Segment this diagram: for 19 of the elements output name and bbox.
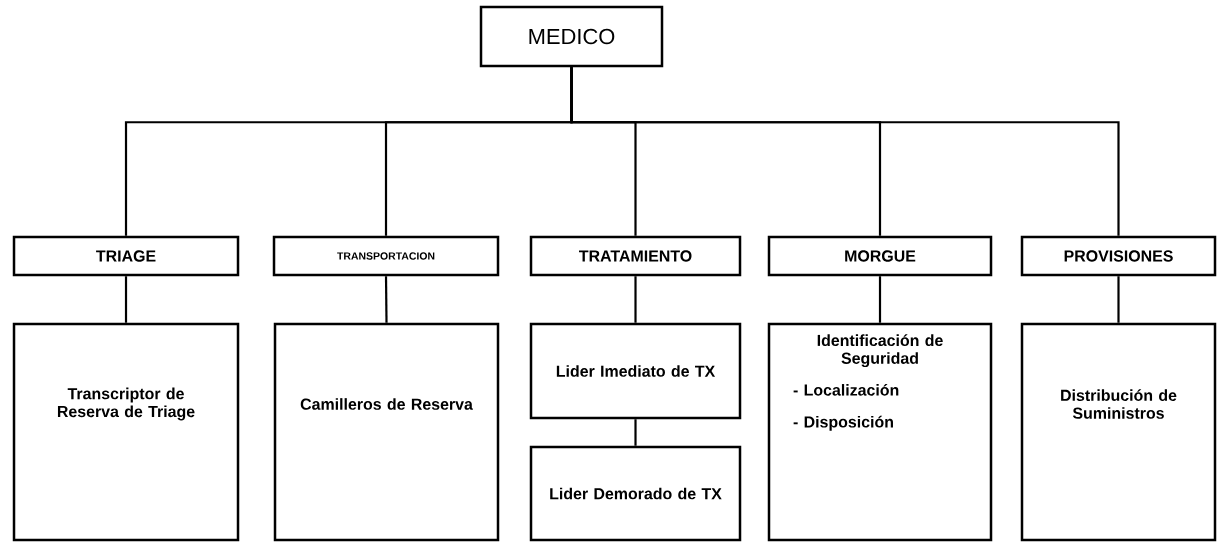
section-box: MORGUE [767,235,993,277]
staff-box: Camilleros de Reserva [273,322,500,542]
connector-line [634,419,637,446]
staff-box: Transcriptor de Reserva de Triage [12,322,240,542]
connector-line [634,276,637,323]
staff-box: Identificación de Seguridad - Localización - Disposición [767,322,993,542]
section-box: TRATAMIENTO [529,235,742,277]
section-box: TRIAGE [12,235,240,277]
connector-line [570,67,1120,236]
staff-box: Distribución de Suministros [1020,322,1217,542]
connector-line [124,276,128,323]
connector-line [384,276,388,323]
connector-line [878,276,882,323]
staff-box: Lider Imediato de TX [529,322,742,420]
connector-line [1117,276,1120,323]
title-box: MEDICO [479,5,664,68]
section-box: PROVISIONES [1020,235,1217,277]
staff-box: Lider Demorado de TX [529,445,742,542]
section-box: TRANSPORTACION [272,235,500,277]
